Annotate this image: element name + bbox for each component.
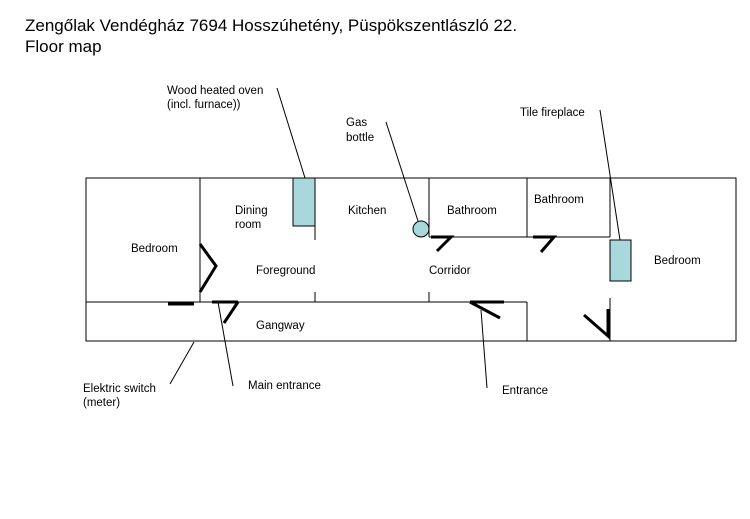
callout-entrance: Entrance <box>502 385 548 397</box>
room-label-dining-1: Dining <box>235 205 268 217</box>
callout-gas-2: bottle <box>346 132 374 144</box>
walls <box>85 177 737 342</box>
leader-tile-fireplace <box>599 109 621 241</box>
page-subtitle: Floor map <box>25 37 102 56</box>
leader-oven <box>276 87 306 179</box>
room-label-gangway: Gangway <box>256 320 305 332</box>
room-label-bedroom-left: Bedroom <box>131 243 178 255</box>
door-bathroom-2 <box>533 235 558 253</box>
callout-labels: Wood heated oven (incl. furnace)) Gas bo… <box>83 85 585 409</box>
outer-wall <box>85 177 737 342</box>
door-entrance-swing <box>469 300 501 320</box>
room-label-dining-2: room <box>235 219 261 231</box>
room-label-bathroom-2: Bathroom <box>534 194 584 206</box>
callout-oven-1: Wood heated oven <box>167 85 263 97</box>
room-label-corridor: Corridor <box>429 265 471 277</box>
leader-entrance <box>480 309 488 389</box>
leader-lines <box>169 87 621 389</box>
door-bedroom-left <box>198 243 218 293</box>
room-label-bathroom-1: Bathroom <box>447 205 497 217</box>
room-label-foreground: Foreground <box>256 265 315 277</box>
leader-electric-switch <box>169 341 195 385</box>
room-labels: Bedroom Dining room Kitchen Bathroom Bat… <box>131 194 701 332</box>
callout-switch-1: Elektric switch <box>83 383 156 395</box>
page-title: Zengőlak Vendégház 7694 Hosszúhetény, Pü… <box>25 16 517 35</box>
wood-oven-fixture <box>292 177 316 227</box>
leader-main-entrance <box>217 301 234 387</box>
gas-bottle-fixture <box>412 220 430 238</box>
callout-tile-fireplace: Tile fireplace <box>520 107 585 119</box>
door-bathroom-1 <box>431 235 455 253</box>
callout-main-entrance: Main entrance <box>248 380 321 392</box>
callout-gas-1: Gas <box>346 117 367 129</box>
door-main-entrance-swing <box>222 301 240 324</box>
leader-gas-bottle <box>385 121 419 222</box>
callout-oven-2: (incl. furnace)) <box>167 99 241 111</box>
doors <box>168 235 610 340</box>
tile-fireplace-fixture <box>609 239 632 282</box>
callout-switch-2: (meter) <box>83 397 120 409</box>
room-label-bedroom-right: Bedroom <box>654 255 701 267</box>
room-label-kitchen: Kitchen <box>348 205 386 217</box>
door-bedroom-right <box>583 309 610 340</box>
